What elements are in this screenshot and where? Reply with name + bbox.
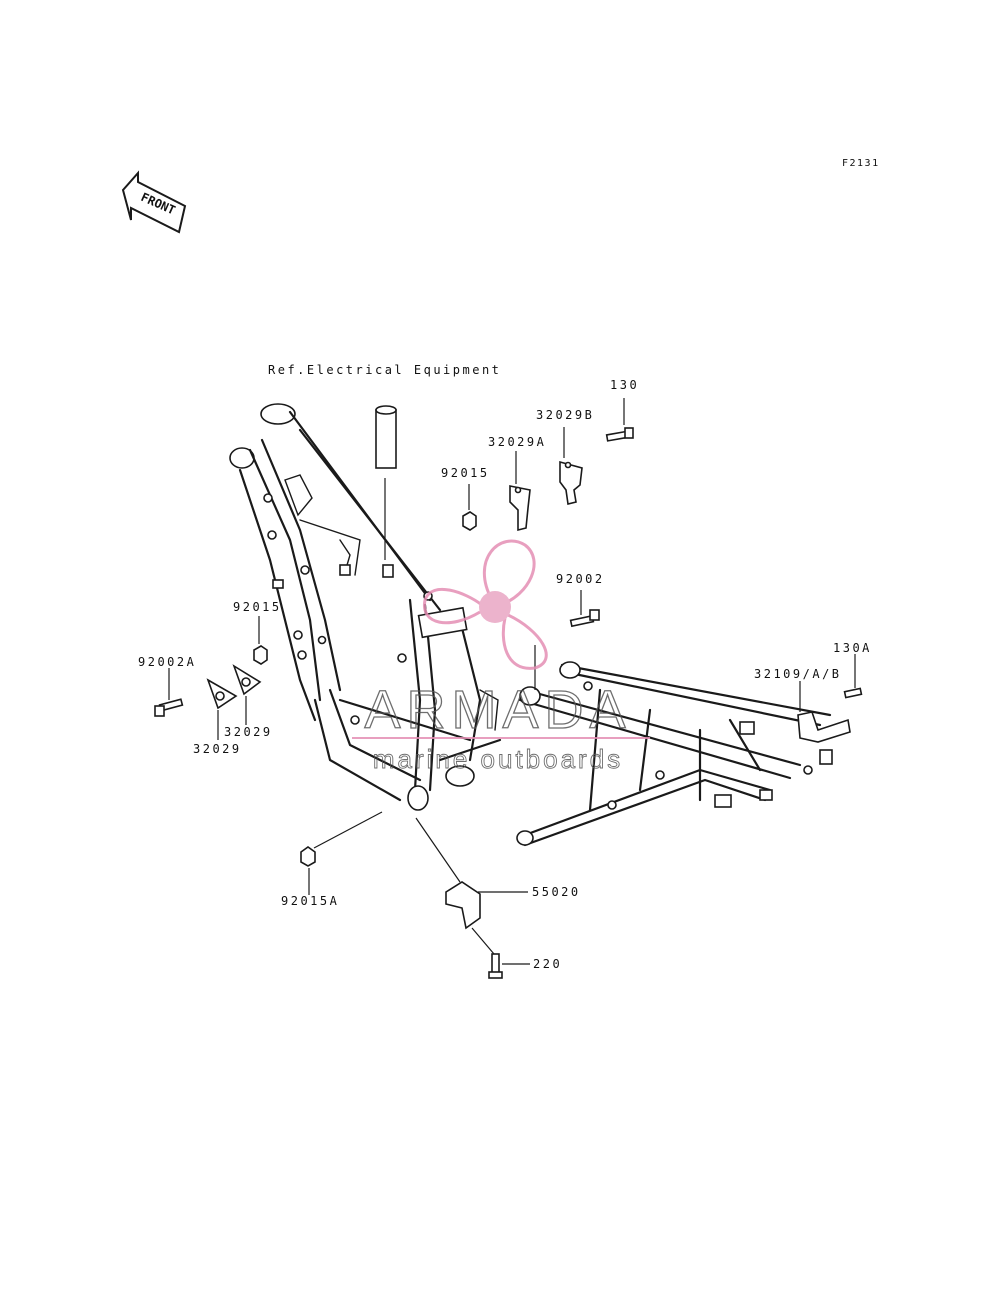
watermark-brand: ARMADA: [364, 680, 631, 740]
figure-code: F2131: [842, 158, 880, 169]
label-92015a: 92015A: [281, 894, 339, 908]
nut-92015-top-icon: [462, 484, 477, 531]
bolt-220-icon: [471, 927, 530, 979]
plate-32029-left-icon: [206, 678, 238, 740]
label-32109: 32109/A/B: [754, 667, 842, 681]
label-130a: 130A: [833, 641, 872, 655]
label-32029a: 32029A: [488, 435, 546, 449]
bolt-130-icon: [605, 398, 634, 442]
label-92002a: 92002A: [138, 655, 196, 669]
label-32029-left: 32029: [193, 742, 242, 756]
label-32029-right: 32029: [224, 725, 273, 739]
ref-electrical-note: Ref.Electrical Equipment: [268, 363, 501, 377]
label-220: 220: [533, 957, 562, 971]
bracket-55020-icon: [415, 817, 528, 930]
bracket-32029b-icon: [559, 427, 583, 505]
armada-watermark: ARMADA marine outboards: [352, 539, 650, 774]
front-arrow-icon: FRONT: [121, 170, 187, 234]
label-92015-top: 92015: [441, 466, 490, 480]
plate-32029-right-icon: [232, 664, 262, 725]
label-92015-left: 92015: [233, 600, 282, 614]
label-55020: 55020: [532, 885, 581, 899]
watermark-tagline: marine outboards: [373, 744, 623, 774]
label-32029b: 32029B: [536, 408, 594, 422]
main-frame: [229, 403, 502, 811]
bolt-92002a-icon: [154, 668, 184, 717]
label-130: 130: [610, 378, 639, 392]
nut-92015-left-icon: [253, 616, 268, 665]
electrical-spacer-tube: [375, 405, 397, 560]
label-92002: 92002: [556, 572, 605, 586]
nut-92015a-icon: [300, 811, 383, 895]
propeller-logo-icon: [423, 539, 548, 670]
bolt-130a-icon: [843, 654, 863, 699]
bracket-32029a-icon: [509, 451, 531, 532]
bracket-32109-icon: [797, 681, 851, 743]
rear-subframe: [516, 661, 833, 847]
